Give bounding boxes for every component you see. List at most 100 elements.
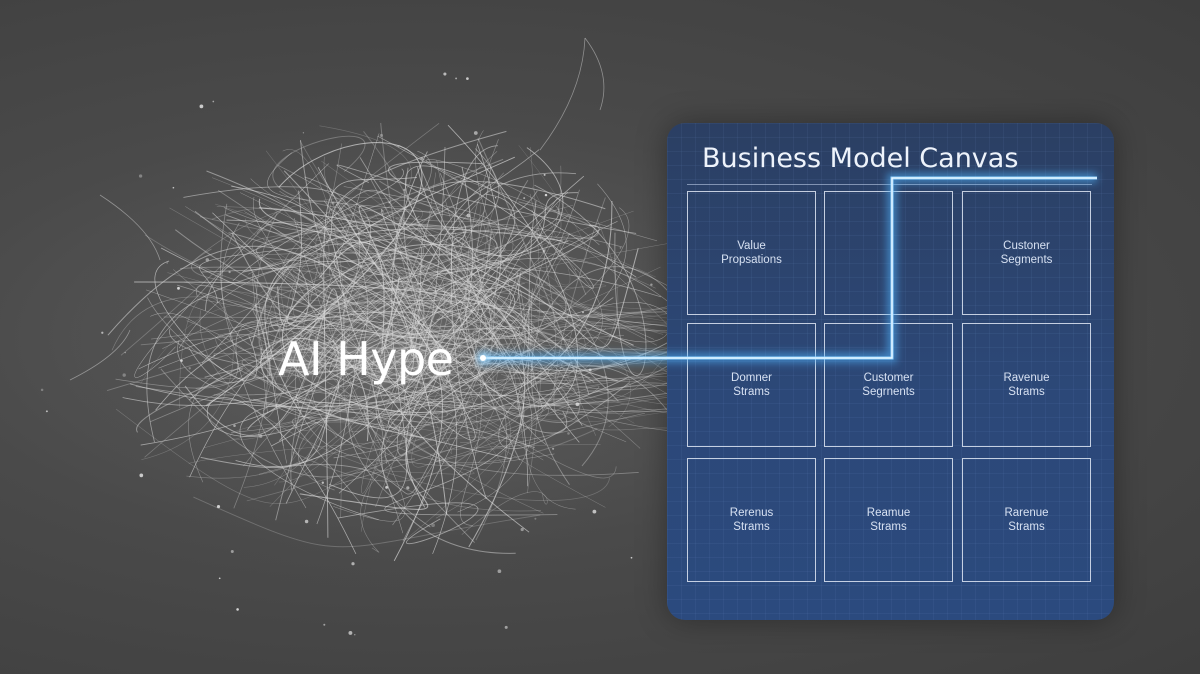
particle [473, 131, 478, 135]
cell-label: Ravenue Strams [1003, 372, 1050, 398]
particle [348, 630, 353, 635]
particle [166, 262, 169, 264]
canvas-cell: Value Propsations [687, 191, 816, 315]
scribble-line [186, 150, 498, 390]
particle [236, 608, 239, 611]
scribble-line [212, 203, 476, 441]
scribble-line [232, 168, 404, 282]
scribble-line [160, 368, 574, 478]
cell-label: Value Propsations [721, 240, 782, 266]
particle [122, 373, 126, 377]
scribble-line [333, 191, 569, 456]
particle [259, 434, 263, 438]
scribble-line [498, 365, 668, 449]
particle [542, 249, 546, 253]
particle [124, 351, 126, 354]
scribble-line [260, 337, 425, 442]
scribble-line [388, 161, 483, 248]
scribble-line [264, 356, 665, 430]
scribble-line [263, 143, 343, 419]
scribble-line [323, 176, 418, 538]
particle [302, 132, 305, 134]
particle [431, 523, 435, 528]
particle [321, 481, 324, 484]
particle [406, 486, 410, 490]
scribble-line [283, 170, 516, 383]
cell-label: Reamue Strams [866, 507, 911, 533]
particle [630, 556, 633, 559]
scribble-line [239, 192, 627, 443]
scribble-line [154, 260, 258, 381]
particle [45, 410, 48, 413]
scribble-line [278, 165, 482, 526]
scribble-line [384, 396, 558, 516]
ai-hype-label: AI Hype [278, 332, 454, 386]
particle [172, 186, 175, 189]
scribble-line [461, 491, 548, 535]
scribble-line [122, 378, 340, 504]
scribble-line [231, 185, 530, 533]
scribble-line [360, 393, 602, 532]
scribble-line [107, 245, 522, 336]
scribble-line [193, 496, 541, 548]
scribble-line [213, 352, 549, 475]
particle [543, 173, 546, 176]
scribble-line [138, 311, 442, 494]
scribble-line [297, 133, 409, 377]
scribble-line [115, 222, 240, 389]
particle [354, 634, 356, 636]
particle [304, 519, 309, 524]
scribble-line [287, 190, 475, 349]
particle [212, 100, 215, 103]
scribble-line [150, 358, 639, 476]
scribble-line [188, 231, 492, 401]
scribble-line [333, 156, 515, 562]
cell-label: Rarenue Strams [1004, 507, 1049, 533]
scribble-line [163, 316, 434, 396]
particle [534, 517, 537, 520]
scribble-line [539, 37, 586, 151]
scribble-line [323, 200, 431, 528]
particle [323, 623, 326, 626]
scribble-line [140, 328, 339, 446]
scribble-line [256, 158, 504, 394]
particle [228, 270, 231, 274]
scribble-line [254, 254, 451, 376]
scribble-line [299, 349, 529, 510]
scribble-line [189, 281, 528, 487]
scribble-line [239, 401, 535, 521]
particle [296, 223, 299, 225]
scribble-line [188, 436, 539, 464]
particle [379, 133, 383, 137]
scribble-line [251, 206, 409, 376]
scribble-line [183, 186, 372, 357]
scribble-line [450, 237, 571, 418]
scribble-line [413, 314, 519, 555]
particle [180, 359, 183, 362]
particle [466, 77, 469, 80]
scribble-line [146, 149, 540, 443]
canvas-cell: Ravenue Strams [962, 323, 1091, 447]
scribble-line [361, 172, 437, 494]
scribble-line [235, 321, 427, 509]
particle [138, 174, 143, 178]
cell-label: Domner Strams [731, 372, 772, 398]
scribble-line [308, 301, 667, 408]
scribble-line [69, 329, 131, 381]
scribble-line [292, 334, 501, 495]
scribble-line [206, 140, 417, 345]
scribble-line [150, 312, 602, 428]
scribble-line [284, 210, 573, 431]
particle [581, 311, 585, 314]
scribble-line [364, 344, 700, 543]
canvas-cell: Rerenus Strams [687, 458, 816, 582]
particle [139, 473, 144, 478]
scribble-line [336, 360, 627, 407]
scribble-line [200, 240, 569, 469]
particle [574, 268, 577, 270]
scribble-line [169, 284, 355, 373]
particle [188, 367, 191, 370]
scribble-line [257, 253, 445, 262]
particle [520, 527, 524, 532]
scribble-line [115, 393, 542, 505]
